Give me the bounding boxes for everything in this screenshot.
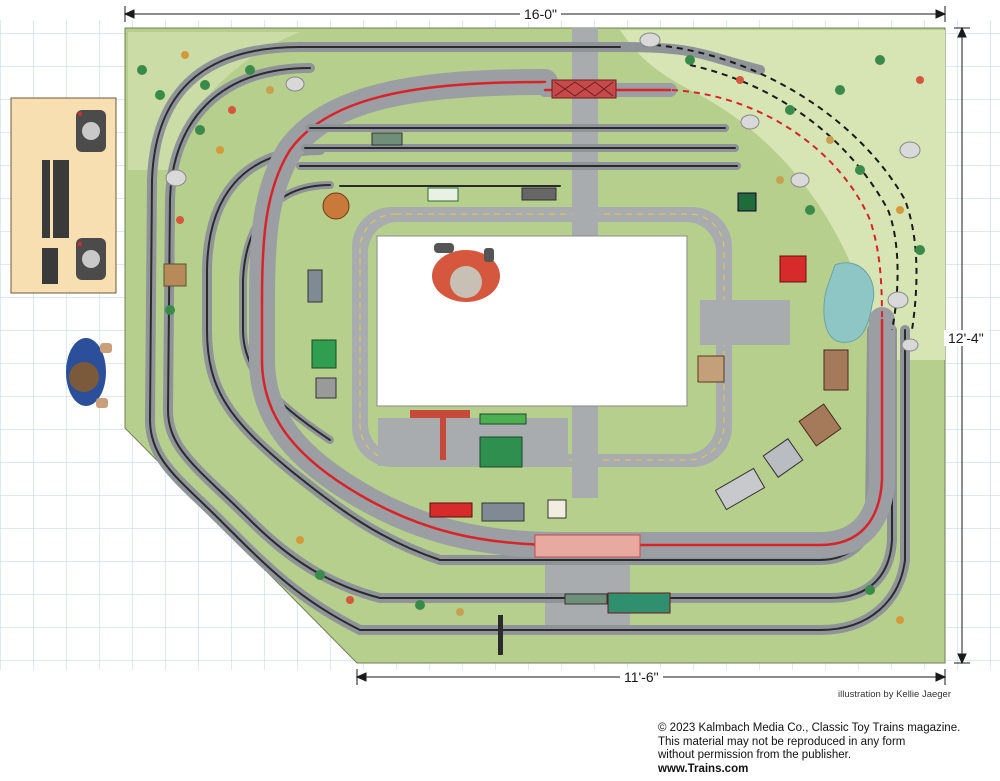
water-tower [322,192,350,220]
side-road [700,300,790,345]
green-coach [479,413,527,425]
copyright-line-2: This material may not be reproduced in a… [658,735,906,748]
copyright-line-1: © 2023 Kalmbach Media Co., Classic Toy T… [658,722,961,734]
copyright-block: © 2023 Kalmbach Media Co., Classic Toy T… [658,722,960,776]
copyright-line-3: without permission from the publisher. [658,749,852,761]
operating-pit [376,235,688,407]
truss-bridge [551,79,617,99]
crossing-gate [498,615,503,655]
lower-platform [564,593,608,605]
green-station [479,436,523,468]
illustration-credit: illustration by Kellie Jaeger [838,689,952,700]
dimension-depth: 12'-4" [944,330,988,346]
freight-platform-2 [440,410,446,460]
person-icon [432,243,500,302]
transformer-icon [76,110,106,280]
red-building [429,502,473,518]
website-link[interactable]: www.Trains.com [658,762,749,775]
signal-box [737,192,757,212]
warehouse [714,467,766,511]
gray-cottage [762,438,804,478]
scenery-area-left [128,32,300,170]
girder-bridge [534,534,641,558]
freight-shed [521,187,557,201]
yard-tower [371,132,403,146]
tree-icon [137,51,925,624]
platform-shelter [307,269,323,303]
lower-street [545,555,630,625]
dimension-lower-edge: 11'-6" [620,669,663,685]
green-house [311,339,337,369]
outer-loop-track [145,42,910,635]
gray-house [315,377,337,399]
second-loop-track [162,63,897,603]
station-left [163,263,187,287]
sign-building [427,187,459,202]
cottage [798,403,842,447]
gray-shed [481,502,525,522]
truss-bridge-lattice [554,81,614,97]
church [823,349,849,391]
dimension-width: 16-0" [520,6,561,22]
lower-station [607,592,671,614]
town-square [378,418,568,466]
tunnel-tracks [654,44,918,331]
red-roof-house [779,255,807,283]
small-station [547,499,567,519]
boulder-icon [165,32,921,352]
switch-controllers [42,160,69,284]
pond [823,262,875,343]
yard-tracks [296,124,741,187]
brown-house [697,355,725,383]
operator-left-icon [66,338,112,408]
